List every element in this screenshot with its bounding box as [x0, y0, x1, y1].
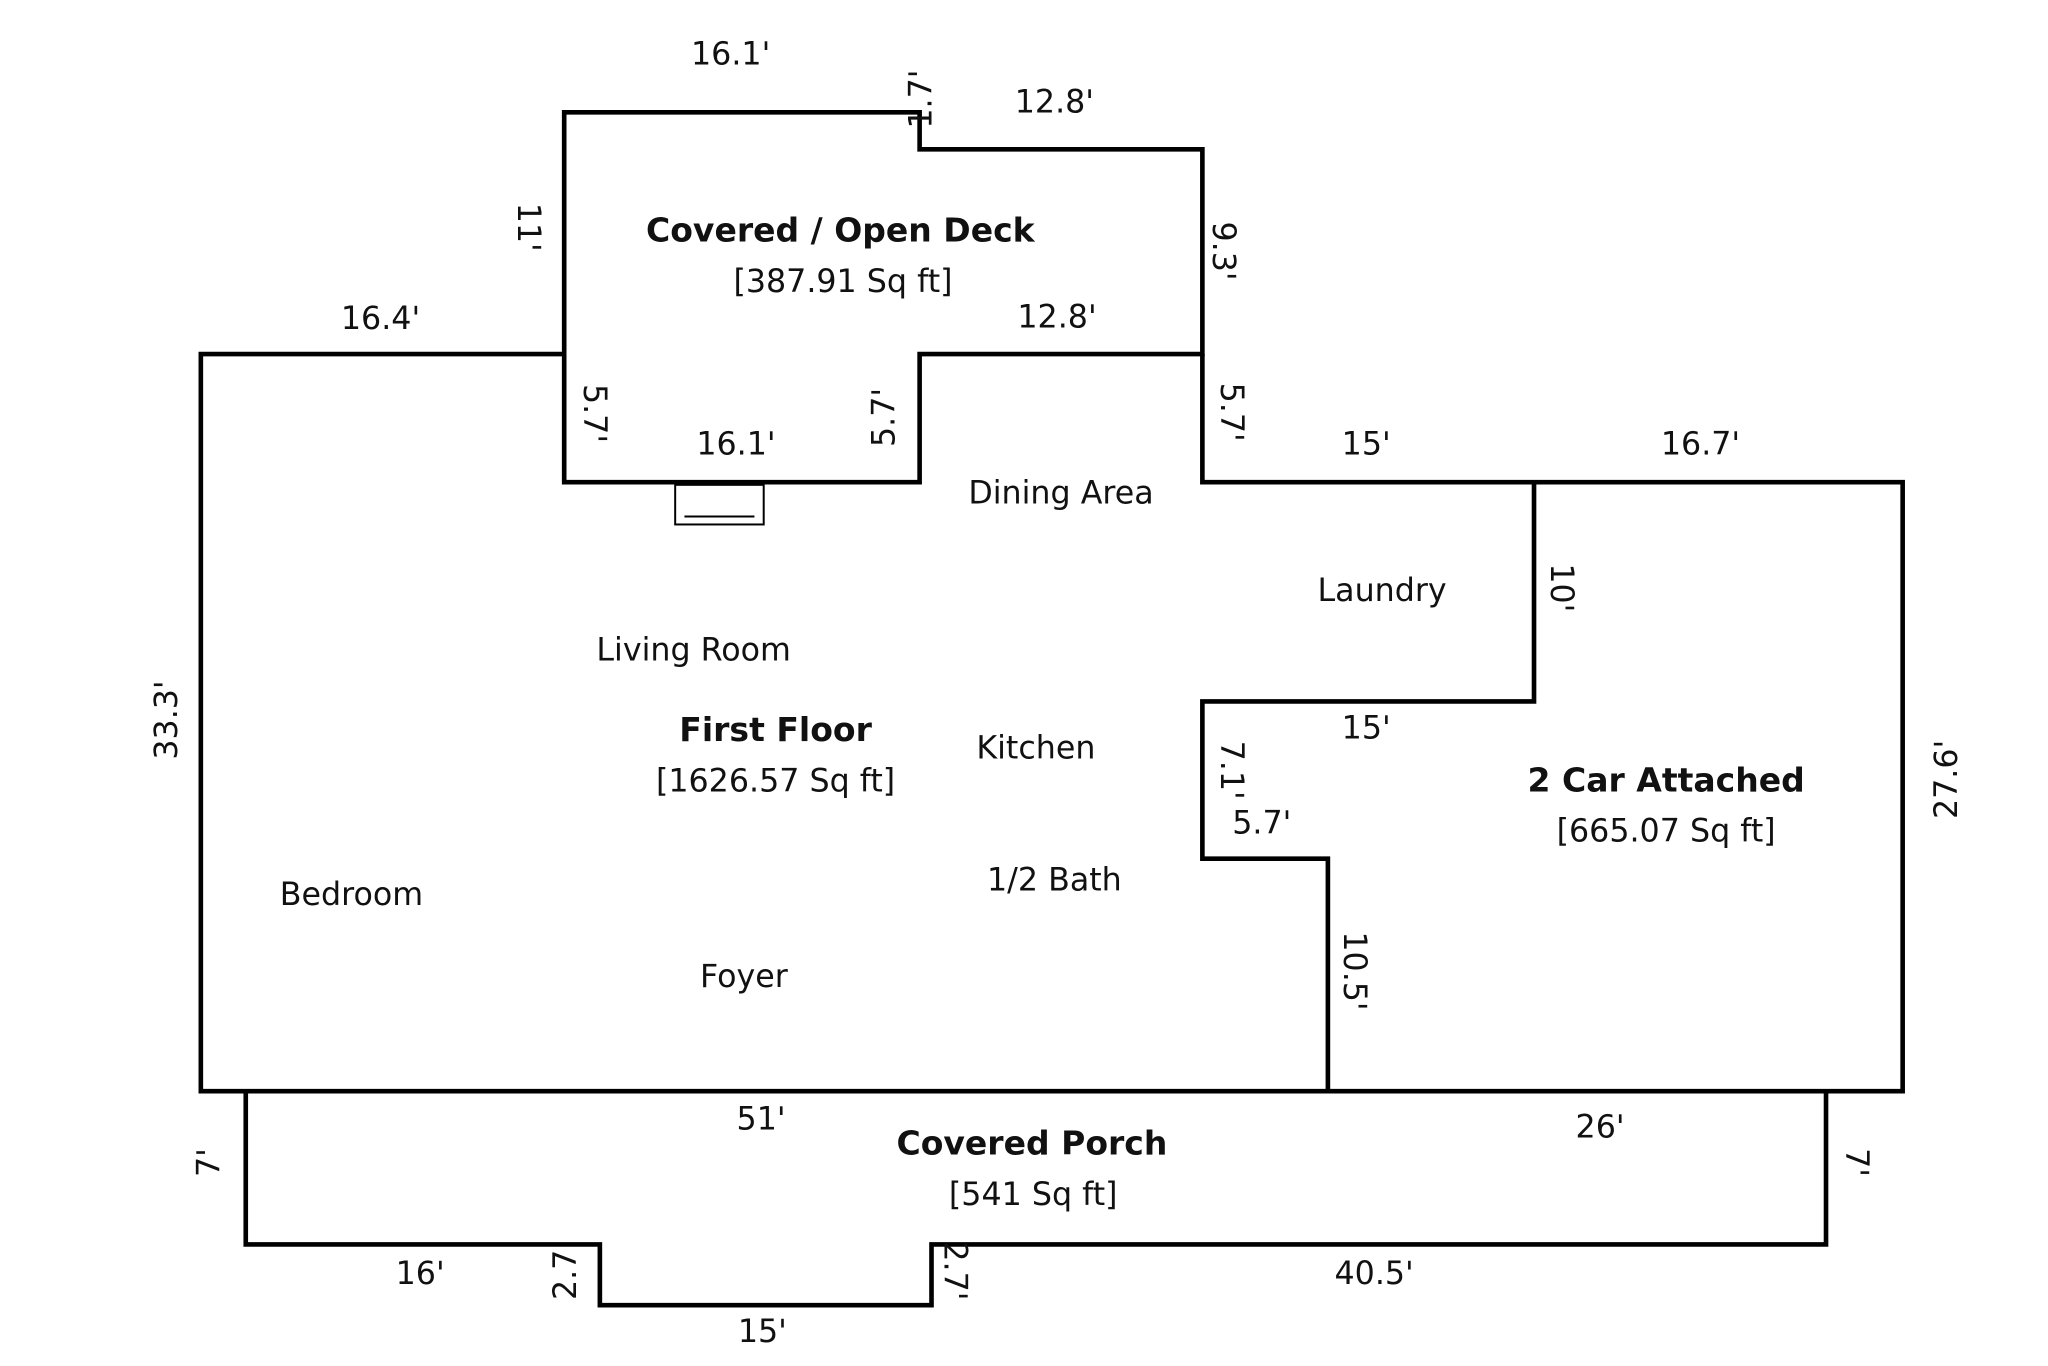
porch-outline [243, 1091, 1829, 1308]
dimension-label: 40.5' [1335, 1256, 1414, 1292]
dimension-label: 5.7' [576, 384, 612, 443]
dimension-label: 5.7' [867, 388, 903, 447]
dimension-label: 2.7' [937, 1241, 973, 1300]
dimension-label: 10.5' [1336, 931, 1372, 1010]
deck-outline [561, 109, 1205, 485]
room-label-bath: 1/2 Bath [987, 862, 1122, 898]
porch-title: Covered Porch [896, 1124, 1167, 1163]
dimension-label: 27.6' [1929, 740, 1965, 819]
dimension-label: 10' [1543, 563, 1579, 612]
dimension-label: 12.8' [1017, 300, 1096, 336]
dimension-label: 16.1' [691, 37, 770, 73]
dimension-label: 7' [191, 1148, 227, 1177]
first-floor-area: [1626.57 Sq ft] [656, 763, 895, 799]
dimension-label: 16.1' [696, 426, 775, 462]
dimension-label: 5.7' [1213, 383, 1249, 442]
dimension-label: 33.3' [149, 680, 185, 759]
room-label-foyer: Foyer [700, 959, 789, 995]
first-floor-outline [198, 351, 1905, 1094]
dimension-label: 51' [737, 1102, 786, 1138]
dimension-label: 15' [1342, 710, 1391, 746]
dimension-label: 2.7 [548, 1250, 584, 1300]
room-label-kitchen: Kitchen [976, 730, 1095, 766]
dimension-label: 7.1' [1213, 741, 1249, 800]
dimension-label: 15' [738, 1314, 787, 1350]
room-label-laundry: Laundry [1317, 573, 1446, 609]
dimension-label: 9.3' [1205, 221, 1241, 280]
dimension-label: 11' [510, 203, 546, 252]
dimension-label: 15' [1342, 426, 1391, 462]
dimension-label: 16.4' [341, 301, 420, 337]
deck-title: Covered / Open Deck [646, 211, 1036, 250]
first-floor-title: First Floor [679, 710, 872, 749]
dimension-label: 16' [396, 1256, 445, 1292]
room-label-bedroom: Bedroom [280, 877, 423, 913]
dimension-label: 26' [1576, 1109, 1625, 1145]
dimension-label: 16.7' [1661, 426, 1740, 462]
porch-area: [541 Sq ft] [949, 1177, 1118, 1213]
room-label-dining: Dining Area [968, 475, 1153, 511]
fireplace-icon [674, 483, 765, 526]
dimension-label: 7' [1838, 1148, 1874, 1177]
garage-title: 2 Car Attached [1528, 760, 1805, 799]
deck-area: [387.91 Sq ft] [733, 264, 952, 300]
room-label-living: Living Room [596, 633, 791, 669]
dimension-label: 5.7' [1232, 806, 1291, 842]
dimension-label: 1.7' [904, 70, 940, 129]
garage-area: [665.07 Sq ft] [1557, 814, 1776, 850]
garage-divider-wall [1200, 482, 1537, 1092]
dimension-label: 12.8' [1015, 84, 1094, 120]
